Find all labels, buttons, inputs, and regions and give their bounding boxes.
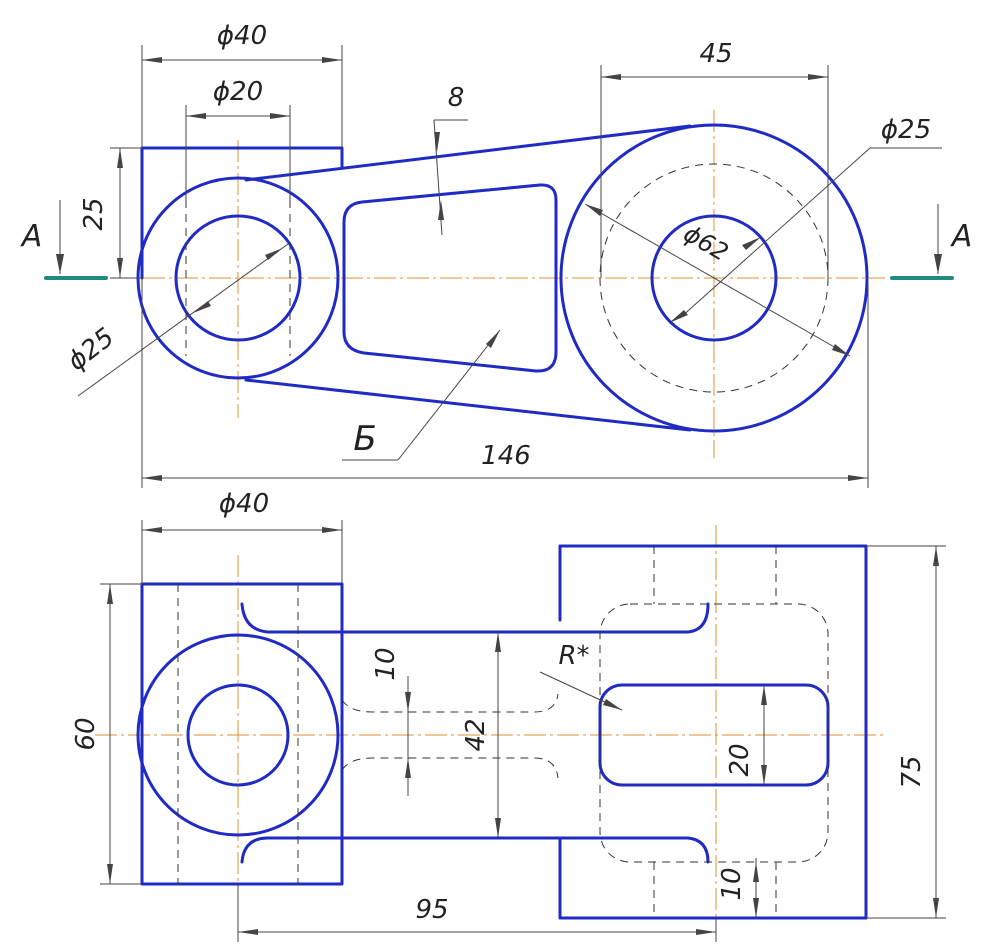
- dim-8: 8: [448, 83, 465, 113]
- dim-phi40-front: ϕ40: [219, 489, 269, 519]
- section-mark-right: A: [890, 204, 973, 280]
- front-view-dimensions: ϕ40 60 10 42 R* 20: [71, 489, 946, 942]
- front-view-centerlines: [95, 525, 885, 935]
- left-block: [140, 582, 344, 886]
- top-view-outline: [136, 123, 869, 433]
- right-block-upper: [558, 544, 868, 920]
- dim-phi25-left: ϕ25: [62, 322, 120, 377]
- dim-146: 146: [481, 441, 531, 471]
- dim-phi25-right: ϕ25: [881, 115, 931, 145]
- dim-10-bottom: 10: [717, 867, 747, 900]
- view-label-b: Б: [342, 329, 501, 461]
- dim-r-star: R*: [558, 641, 589, 671]
- arm-top-edge: [244, 124, 692, 182]
- section-label-left: A: [20, 219, 43, 254]
- section-label-right: A: [950, 219, 973, 254]
- front-left-hole-circle: [186, 683, 290, 787]
- dim-20: 20: [725, 743, 755, 776]
- section-mark-left: A: [20, 200, 108, 280]
- dim-75: 75: [897, 755, 927, 788]
- top-view-centerlines: [110, 110, 885, 458]
- dim-10-top: 10: [371, 647, 401, 680]
- top-view-dimensions: ϕ40 ϕ20 45 8 ϕ25: [62, 21, 942, 488]
- left-hole-circle: [174, 214, 302, 342]
- top-view: ϕ40 ϕ20 45 8 ϕ25: [20, 21, 973, 488]
- right-block-lower: [558, 836, 868, 920]
- arm-bottom-edge: [244, 378, 692, 432]
- front-view-outline: [136, 544, 868, 920]
- right-hole-circle: [650, 214, 778, 342]
- front-view-hidden: [177, 546, 829, 918]
- view-label-b-text: Б: [353, 419, 376, 459]
- dim-42: 42: [461, 718, 491, 751]
- arm-upper-edge: [240, 602, 710, 634]
- dim-phi40-top: ϕ40: [217, 21, 267, 51]
- dim-25: 25: [79, 197, 109, 230]
- right-boss-circle: [559, 123, 869, 433]
- dim-phi62: ϕ62: [679, 219, 733, 266]
- front-left-boss-circle: [136, 633, 340, 837]
- dim-45: 45: [699, 39, 732, 69]
- front-view: ϕ40 60 10 42 R* 20: [71, 489, 946, 942]
- dim-60: 60: [71, 717, 101, 750]
- arm-window: [342, 183, 558, 373]
- left-boss-square: [140, 146, 344, 280]
- dim-95: 95: [415, 895, 448, 925]
- arm-lower-edge: [240, 836, 710, 864]
- dim-phi20: ϕ20: [213, 77, 263, 107]
